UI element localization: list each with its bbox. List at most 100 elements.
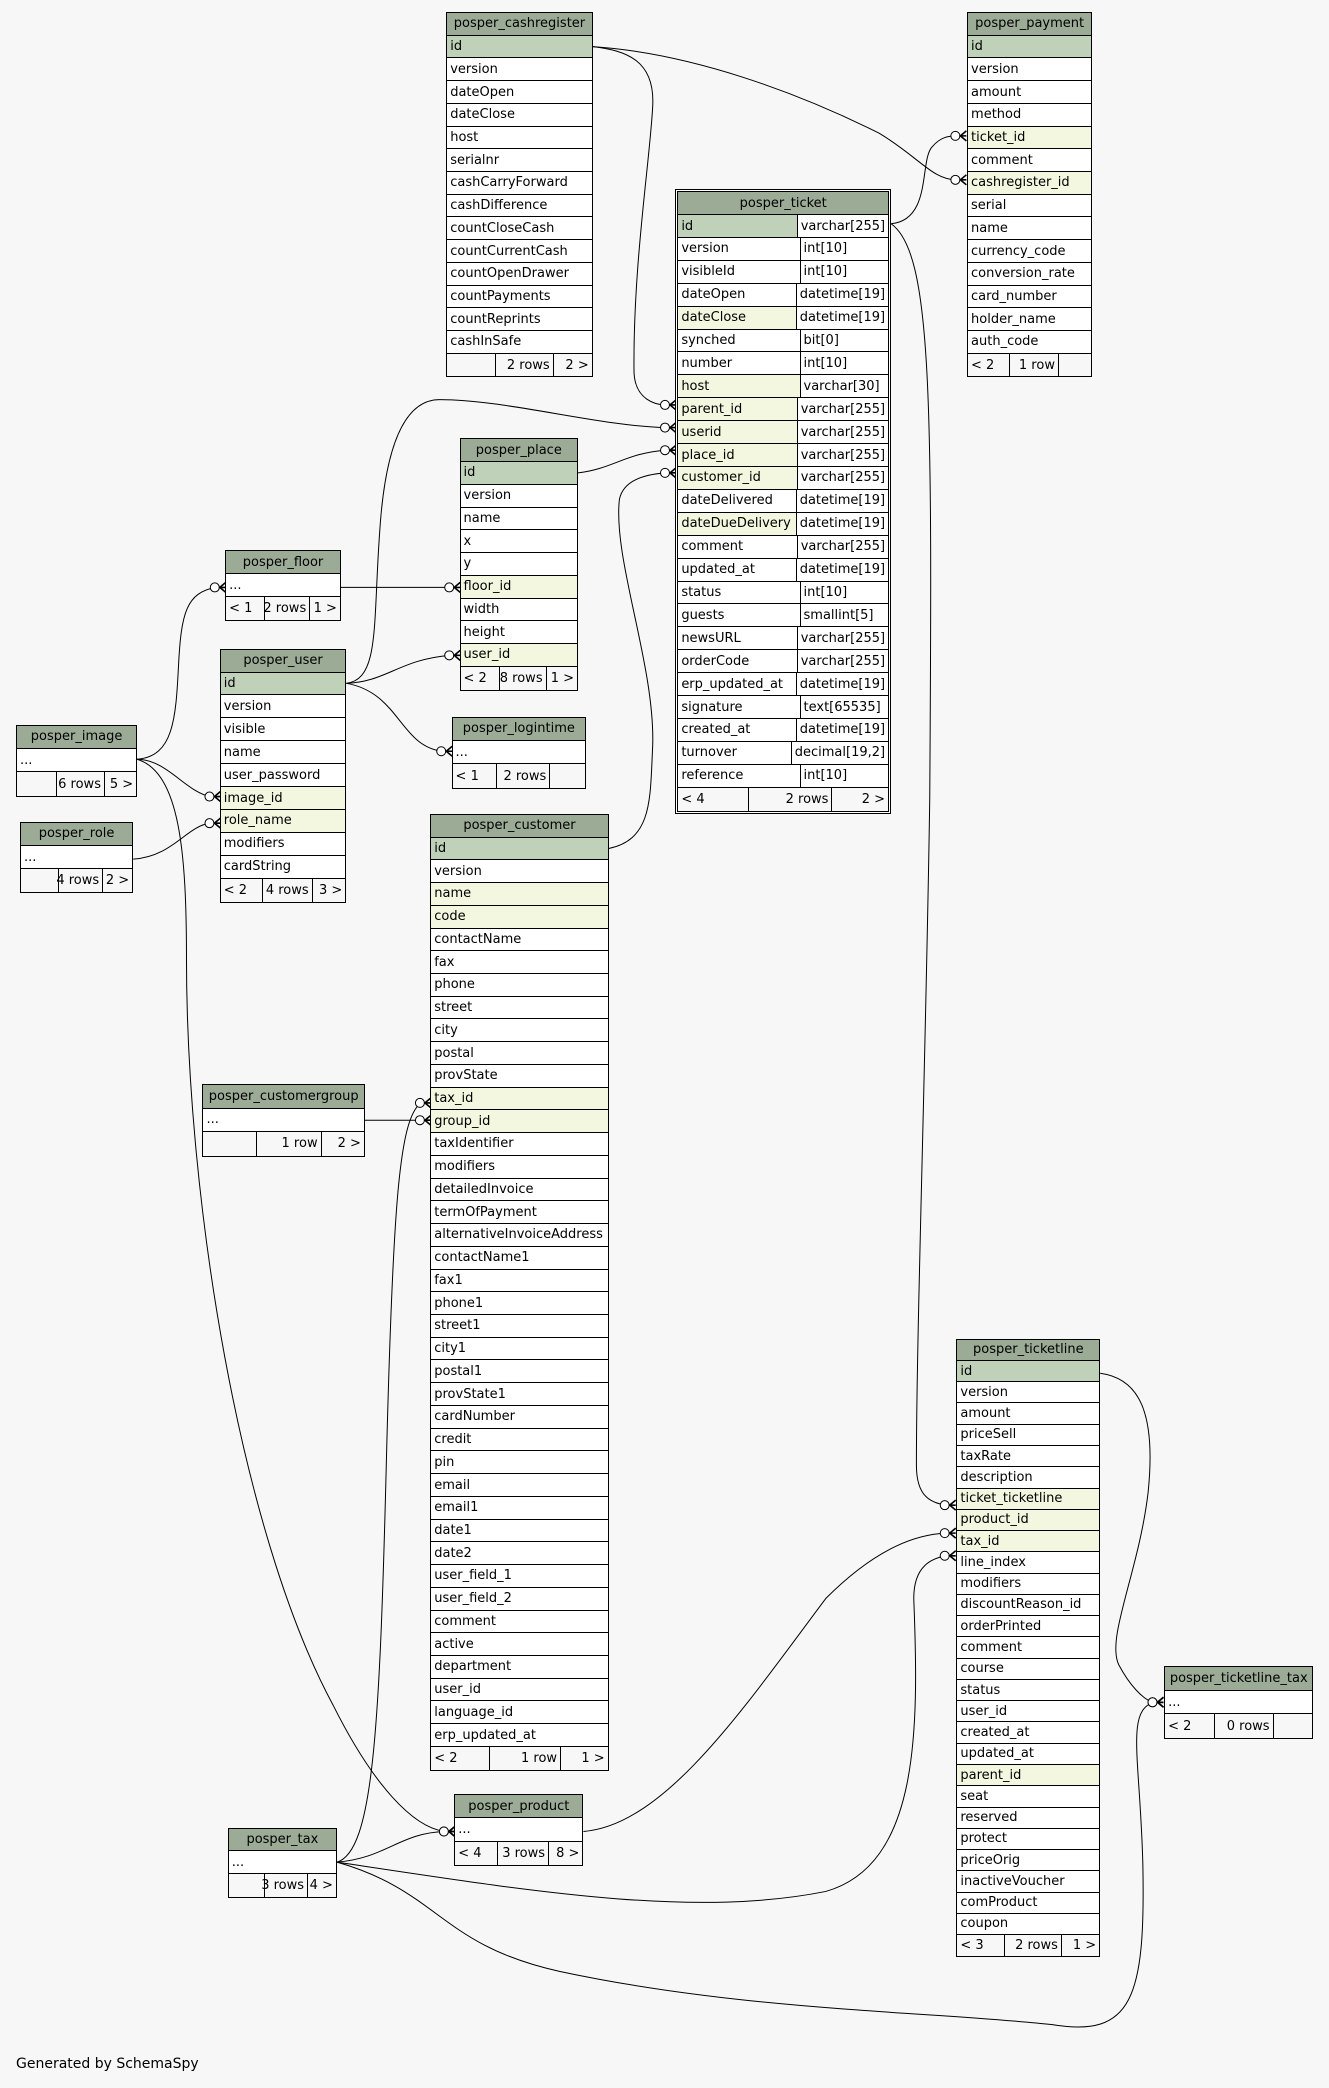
footer-parents[interactable]: < 4 <box>458 1845 482 1861</box>
column-row[interactable]: currency_code <box>968 240 1092 263</box>
column-row[interactable]: y <box>460 553 578 576</box>
table-header[interactable]: posper_image <box>16 725 137 750</box>
column-row[interactable]: cashInSafe <box>447 331 592 354</box>
column-row[interactable]: provState <box>431 1065 608 1088</box>
column-row[interactable]: name <box>460 508 578 531</box>
column-row[interactable]: version <box>460 485 578 508</box>
footer-children[interactable] <box>1057 353 1091 377</box>
column-row[interactable]: version <box>968 58 1092 82</box>
column-row[interactable]: email1 <box>431 1497 608 1520</box>
footer-parents[interactable]: < 2 <box>1168 1718 1192 1734</box>
table-header[interactable]: posper_user <box>220 649 346 673</box>
column-row[interactable]: created_at <box>957 1722 1100 1744</box>
footer-parents[interactable]: < 2 <box>971 357 995 373</box>
column-row[interactable]: id <box>220 672 346 696</box>
column-row[interactable]: user_id <box>431 1679 608 1702</box>
column-row[interactable]: city1 <box>431 1338 608 1361</box>
column-row[interactable]: user_id <box>460 644 578 667</box>
column-row[interactable]: name <box>431 883 608 906</box>
column-row[interactable]: user_field_2 <box>431 1588 608 1611</box>
column-row[interactable]: ... <box>1165 1691 1313 1715</box>
table-header[interactable]: posper_ticket <box>678 192 889 216</box>
table-header[interactable]: posper_customergroup <box>203 1085 364 1109</box>
column-row[interactable]: email <box>431 1474 608 1497</box>
column-row[interactable]: countPayments <box>447 286 592 309</box>
column-row[interactable]: countOpenDrawer <box>447 263 592 286</box>
table-header[interactable]: posper_product <box>455 1795 583 1819</box>
column-row[interactable]: line_index <box>957 1552 1100 1574</box>
column-row[interactable]: x <box>460 530 578 554</box>
column-row[interactable]: credit <box>431 1429 608 1452</box>
column-row[interactable]: dateClose <box>447 104 592 127</box>
column-row[interactable]: countCloseCash <box>447 217 592 241</box>
footer-children[interactable]: 2 > <box>102 869 132 893</box>
column-row[interactable]: holder_name <box>968 308 1092 332</box>
column-row[interactable]: user_field_1 <box>431 1565 608 1588</box>
column-row[interactable]: group_id <box>431 1110 608 1134</box>
column-row[interactable]: seat <box>957 1786 1100 1808</box>
table-header[interactable]: posper_customer <box>431 814 608 838</box>
column-row[interactable]: version <box>220 695 346 719</box>
footer-parents[interactable] <box>447 354 495 377</box>
column-row[interactable]: comment <box>968 149 1092 173</box>
column-row[interactable]: amount <box>957 1403 1100 1425</box>
column-row[interactable]: orderPrinted <box>957 1616 1100 1638</box>
column-row[interactable]: detailedInvoice <box>431 1179 608 1202</box>
column-row[interactable]: erp_updated_at <box>431 1724 608 1747</box>
column-row[interactable]: provState1 <box>431 1383 608 1406</box>
column-row[interactable]: street <box>431 997 608 1020</box>
column-row[interactable]: countReprints <box>447 308 592 332</box>
column-row[interactable]: fax <box>431 951 608 974</box>
footer-parents[interactable] <box>17 772 56 795</box>
column-row[interactable]: cashregister_id <box>968 172 1092 195</box>
footer-children[interactable]: 1 > <box>309 597 340 621</box>
column-row[interactable]: tax_id <box>957 1531 1100 1553</box>
footer-parents[interactable] <box>203 1132 256 1155</box>
column-row[interactable]: postal1 <box>431 1360 608 1384</box>
column-row[interactable]: contactName <box>431 929 608 952</box>
footer-parents[interactable]: < 1 <box>455 768 479 784</box>
column-row[interactable]: name <box>968 217 1092 241</box>
column-row[interactable]: height <box>460 621 578 645</box>
column-row[interactable]: pin <box>431 1451 608 1475</box>
column-row[interactable]: postal <box>431 1042 608 1065</box>
column-row[interactable]: modifiers <box>220 833 346 856</box>
column-row[interactable]: language_id <box>431 1701 608 1725</box>
column-row[interactable]: amount <box>968 81 1092 104</box>
table-header[interactable]: posper_cashregister <box>447 12 592 36</box>
column-row[interactable]: fax1 <box>431 1270 608 1293</box>
column-row[interactable]: comProduct <box>957 1893 1100 1914</box>
footer-children[interactable]: 1 > <box>545 666 577 690</box>
column-row[interactable]: ... <box>228 1851 336 1875</box>
footer-parents[interactable]: < 4 <box>681 791 705 807</box>
column-row[interactable]: phone <box>431 974 608 997</box>
footer-parents[interactable] <box>21 869 58 892</box>
footer-parents[interactable]: < 3 <box>960 1938 984 1954</box>
column-row[interactable]: auth_code <box>968 331 1092 354</box>
column-row[interactable]: priceSell <box>957 1425 1100 1446</box>
column-row[interactable]: taxIdentifier <box>431 1133 608 1156</box>
column-row[interactable]: ... <box>226 574 340 598</box>
column-row[interactable]: ... <box>20 846 133 870</box>
column-row[interactable]: id <box>957 1360 1100 1383</box>
column-row[interactable]: cardNumber <box>431 1406 608 1429</box>
